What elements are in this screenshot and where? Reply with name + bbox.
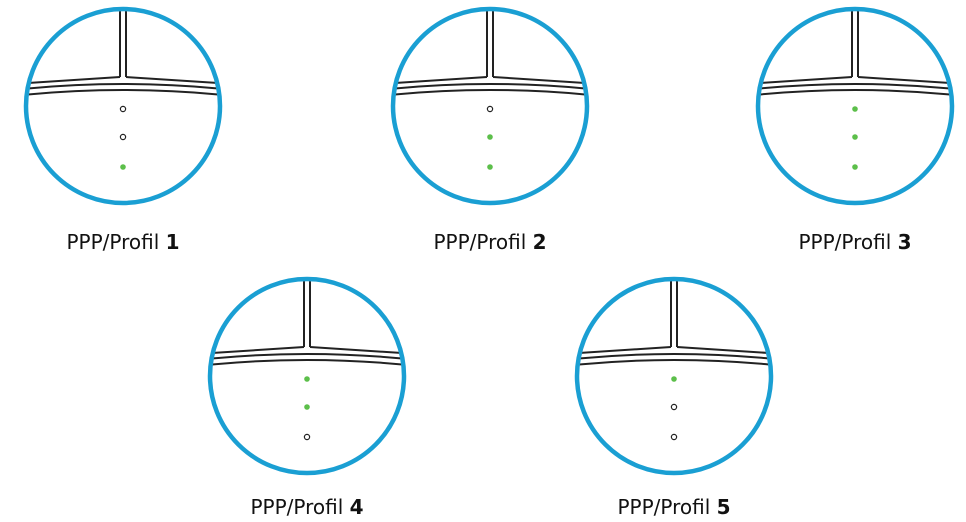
caption-number: 5: [717, 495, 731, 519]
led-1-off: [119, 105, 127, 113]
led-2-off: [670, 403, 678, 411]
led-1-off: [486, 105, 494, 113]
led-1-on: [852, 106, 858, 112]
caption-number: 3: [898, 230, 912, 254]
led-3-off: [670, 433, 678, 441]
caption-prefix: PPP/Profil: [617, 495, 716, 519]
led-2-on: [304, 404, 310, 410]
caption-number: 2: [533, 230, 547, 254]
led-2-on: [852, 134, 858, 140]
profile-5-caption: PPP/Profil 5: [617, 495, 730, 519]
lens-ring: [390, 6, 590, 206]
profile-3-indicator: PPP/Profil 3: [755, 6, 955, 254]
profile-2-indicator: PPP/Profil 2: [390, 6, 590, 254]
profile-1-indicator: PPP/Profil 1: [23, 6, 223, 254]
caption-number: 1: [166, 230, 180, 254]
lens-ring: [207, 276, 407, 476]
profile-4-caption: PPP/Profil 4: [250, 495, 363, 519]
profile-5-indicator: PPP/Profil 5: [574, 276, 774, 519]
led-1-on: [671, 376, 677, 382]
lens-ring: [574, 276, 774, 476]
caption-prefix: PPP/Profil: [250, 495, 349, 519]
led-3-off: [303, 433, 311, 441]
caption-prefix: PPP/Profil: [433, 230, 532, 254]
led-2-off: [119, 133, 127, 141]
led-2-on: [487, 134, 493, 140]
profile-1-caption: PPP/Profil 1: [66, 230, 179, 254]
caption-number: 4: [350, 495, 364, 519]
profile-3-caption: PPP/Profil 3: [798, 230, 911, 254]
led-1-on: [304, 376, 310, 382]
profile-2-caption: PPP/Profil 2: [433, 230, 546, 254]
caption-prefix: PPP/Profil: [798, 230, 897, 254]
caption-prefix: PPP/Profil: [66, 230, 165, 254]
lens-ring: [23, 6, 223, 206]
led-3-on: [487, 164, 493, 170]
device-outline-icon: [579, 281, 769, 367]
lens-ring: [755, 6, 955, 206]
profile-4-indicator: PPP/Profil 4: [207, 276, 407, 519]
led-3-on: [852, 164, 858, 170]
led-3-on: [120, 164, 126, 170]
